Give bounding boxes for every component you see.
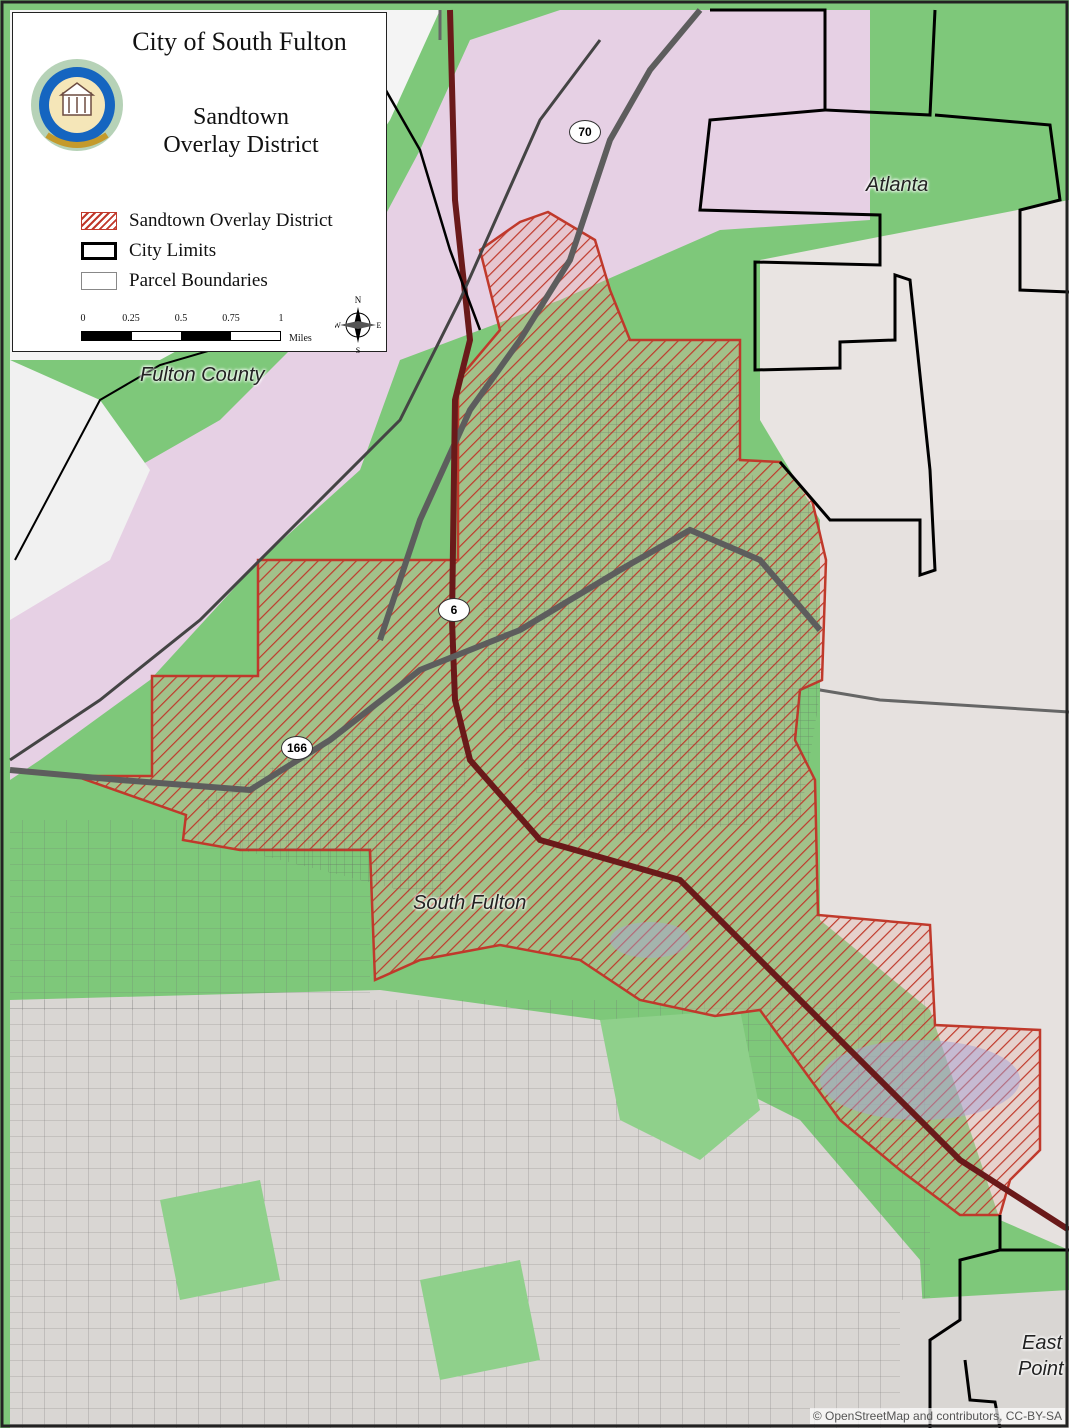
green-patch	[420, 1260, 540, 1380]
route-6-shield: 6	[438, 598, 470, 622]
west-label: W	[335, 321, 341, 330]
legend-item-parcels: Parcel Boundaries	[81, 266, 333, 296]
place-label-south-fulton: South Fulton	[413, 892, 527, 914]
scale-tick: 0.25	[122, 313, 140, 324]
city-limits-atlanta-east	[934, 113, 1069, 294]
industrial-area	[10, 10, 870, 780]
road-route-70	[377, 8, 703, 641]
legend-subtitle: Sandtown Overlay District	[141, 103, 341, 159]
city-limits-swatch	[81, 242, 117, 260]
route-70-shield: 70	[569, 120, 601, 144]
legend-items: Sandtown Overlay District City Limits Pa…	[81, 206, 333, 296]
east-label: E	[377, 321, 381, 330]
wetland-patch	[610, 922, 690, 958]
district-parcels	[480, 360, 822, 840]
urban-area	[760, 200, 1069, 520]
map-attribution: © OpenStreetMap and contributors, CC-BY-…	[809, 1408, 1065, 1424]
city-seal	[31, 59, 123, 151]
scale-tick: 1	[278, 313, 284, 324]
legend-item-label: Parcel Boundaries	[129, 270, 268, 291]
legend-title: City of South Fulton	[132, 27, 347, 56]
legend-item-overlay: Sandtown Overlay District	[81, 206, 333, 236]
railroad	[9, 39, 602, 762]
north-label: N	[355, 295, 362, 305]
overlay-swatch	[81, 212, 117, 230]
scale-tick: 0.75	[222, 313, 240, 324]
place-label-atlanta: Atlanta	[866, 174, 929, 196]
legend-subtitle-line2: Overlay District	[163, 132, 319, 158]
place-label-east: East	[1022, 1332, 1063, 1354]
green-patch	[900, 1290, 1069, 1428]
city-limits-eastpoint	[928, 1215, 1069, 1428]
scale-tick: 0	[80, 313, 86, 324]
green-patch	[160, 1180, 280, 1300]
scale-tick: 0.5	[174, 313, 188, 324]
legend-subtitle-line1: Sandtown	[193, 104, 289, 130]
legend-panel: City of South Fulton Sandtown Overlay Di…	[12, 12, 387, 355]
south-label: S	[356, 346, 360, 355]
scale-segments	[81, 331, 281, 341]
scale-bar: 0 0.25 0.5 0.75 1 Miles	[80, 313, 312, 344]
legend-item-city-limits: City Limits	[81, 236, 333, 266]
road-campbellton	[819, 688, 1069, 714]
road-route-6	[447, 9, 1069, 1233]
road-route-166	[9, 526, 823, 794]
green-patch	[600, 1010, 760, 1160]
place-label-point: Point	[1018, 1358, 1064, 1380]
north-arrow-icon: N E S W	[335, 295, 381, 355]
wetland-patch	[820, 1040, 1020, 1120]
scale-unit: Miles	[289, 333, 312, 344]
legend-item-label: City Limits	[129, 240, 217, 261]
place-label-fulton-county: Fulton County	[140, 364, 265, 386]
legend-item-label: Sandtown Overlay District	[129, 210, 333, 231]
city-limits-atlanta	[698, 8, 937, 578]
route-166-shield: 166	[281, 736, 313, 760]
district-parcels	[200, 700, 470, 900]
outside-area	[10, 360, 150, 620]
parcel-swatch	[81, 272, 117, 290]
